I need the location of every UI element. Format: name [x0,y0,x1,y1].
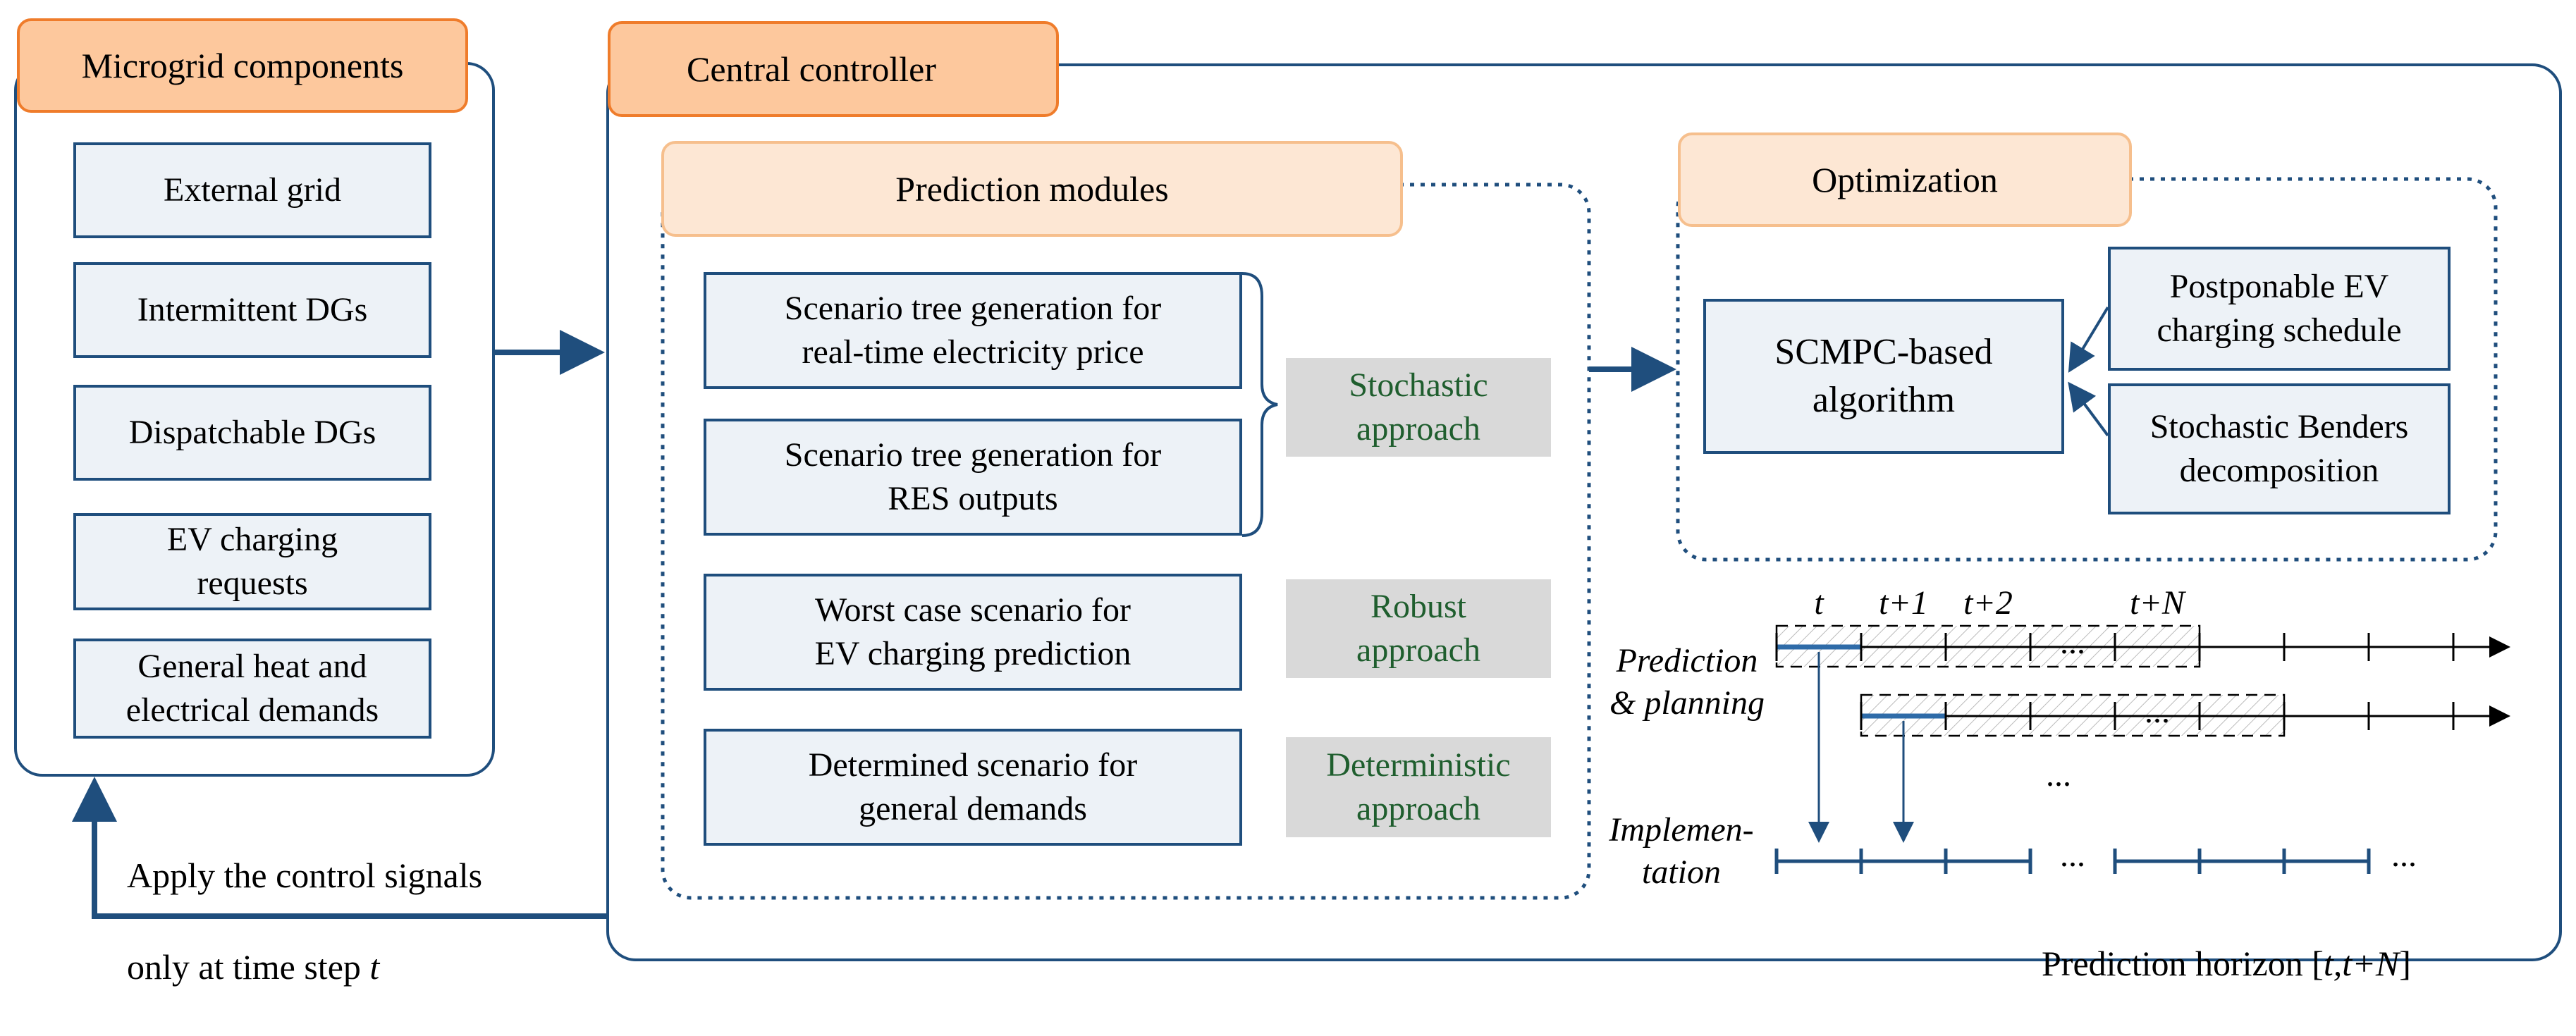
dispatchable-dgs-box: Dispatchable DGs [73,385,431,481]
feedback-line-2-text: only at time step [127,947,370,987]
ellipsis-impl-1: ... [2060,837,2085,874]
optimization-title: Optimization [1678,132,2132,227]
deterministic-approach-label: Deterministic approach [1286,737,1551,837]
stochastic-benders-box: Stochastic Benders decomposition [2108,383,2451,514]
ticks-row-1 [1775,633,2455,661]
price-scenario-tree-box: Scenario tree generation for real-time e… [704,272,1242,389]
prediction-planning-label: Prediction & planning [1609,642,1765,722]
ellipsis-row-2: ... [2145,693,2170,730]
external-grid-box: External grid [73,142,431,238]
horizon-label-close: ] [2399,944,2411,983]
diagram-lines [14,62,2562,961]
general-demand-scenario-box: Determined scenario for general demands [704,729,1242,846]
controller-container [606,63,2562,961]
ellipsis-row-1: ... [2060,624,2085,661]
implementation-label: Implemen- tation [1609,811,1754,891]
horizon-label-text: Prediction horizon [ [2042,944,2324,983]
feedback-label: Apply the control signals only at time s… [127,807,592,1036]
arrow-ev-schedule [2068,306,2109,373]
stochastic-brace [1241,272,1278,537]
robust-approach-label: Robust approach [1286,579,1551,678]
ellipsis-impl-2: ... [2391,837,2417,874]
controller-title: Central controller [608,21,1059,117]
tick-label-tN: t+N [2130,584,2185,622]
horizon-label: Prediction horizon [t,t+N] [2042,895,2549,987]
feedback-time-var: t [369,947,380,987]
microgrid-title: Microgrid components [17,18,468,113]
postponable-ev-schedule-box: Postponable EV charging schedule [2108,247,2451,371]
feedback-line-1: Apply the control signals [127,856,483,895]
tick-label-t2: t+2 [1963,584,2013,622]
prediction-title: Prediction modules [661,141,1403,237]
general-demands-box: General heat and electrical demands [73,639,431,739]
scmpc-algorithm-box: SCMPC-based algorithm [1703,299,2064,454]
ticks-row-2 [1860,702,2455,730]
ellipsis-vertical: ... [2046,756,2071,794]
ev-worst-case-box: Worst case scenario for EV charging pred… [704,574,1242,691]
feedback-arrow [72,777,608,919]
intermittent-dgs-box: Intermittent DGs [73,262,431,358]
stochastic-approach-label: Stochastic approach [1286,358,1551,457]
tick-label-t: t [1814,584,1824,622]
tick-label-t1: t+1 [1879,584,1928,622]
feedback-line-2: only at time step t [127,944,592,990]
horizon-label-var: t,t+N [2323,944,2400,983]
implementation-timeline [1774,849,2371,874]
arrow-benders [2068,381,2109,437]
ev-charging-requests-box: EV charging requests [73,513,431,610]
res-scenario-tree-box: Scenario tree generation for RES outputs [704,419,1242,536]
